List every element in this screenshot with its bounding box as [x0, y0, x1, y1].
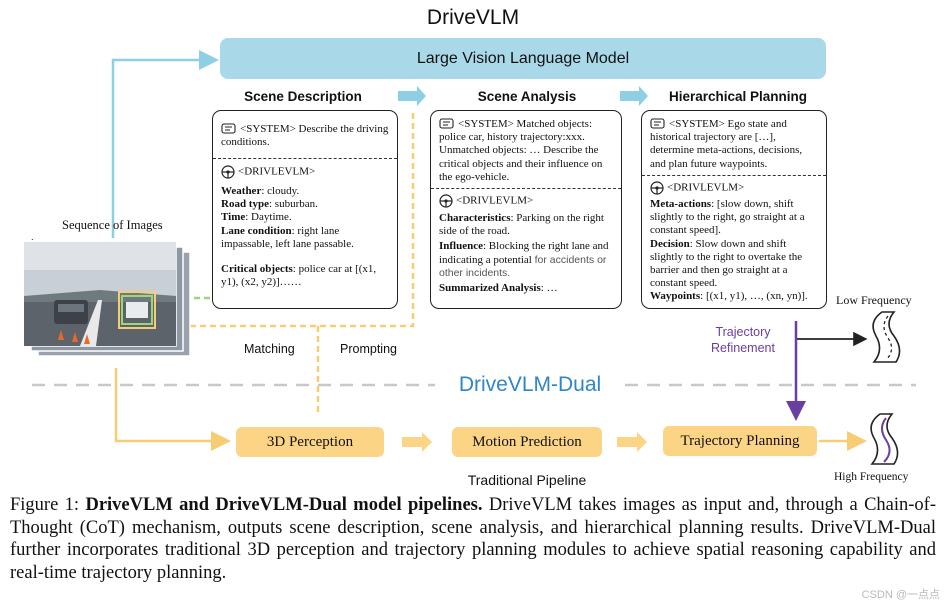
high-frequency-label: High Frequency: [834, 471, 909, 483]
trajectory-refinement-label: Trajectory Refinement: [711, 325, 775, 355]
steering-wheel-icon: [439, 194, 453, 208]
steering-wheel-icon: [221, 165, 235, 179]
page-title: DriveVLM: [426, 6, 520, 29]
road-icon-low: [872, 311, 901, 363]
column-header-scene-analysis: Scene Analysis: [477, 89, 577, 104]
matching-label: Matching: [244, 342, 295, 356]
prompting-path: [165, 113, 415, 336]
stage-arrow-2: [617, 432, 647, 452]
steering-wheel-icon: [650, 181, 664, 195]
images-to-lvlm-arrow: [111, 50, 219, 238]
lvlm-block: Large Vision Language Model: [220, 38, 826, 79]
column-header-hierarchical-planning: Hierarchical Planning: [668, 89, 808, 104]
sequence-of-images-label: Sequence of Images: [62, 218, 163, 232]
traditional-pipeline-label: Traditional Pipeline: [467, 472, 587, 488]
prompting-label: Prompting: [340, 342, 397, 356]
watermark: CSDN @一点点: [861, 589, 940, 601]
stage-motion-prediction: Motion Prediction: [452, 427, 602, 457]
panel2-response: <DRIVLEVLM> Characteristics: Parking on …: [439, 194, 609, 295]
chat-icon: [650, 118, 665, 130]
chat-icon: [221, 123, 236, 135]
drivevlm-dual-label: DriveVLM-Dual: [458, 373, 602, 396]
panel3-response: <DRIVLEVLM> Meta-actions: [slow down, sh…: [650, 181, 808, 303]
panel-scene-description: <SYSTEM> Describe the driving conditions…: [212, 110, 398, 309]
lvlm-label: Large Vision Language Model: [416, 49, 630, 67]
header-arrow-1: [398, 86, 426, 106]
chat-icon: [439, 118, 454, 130]
panel3-system-prompt: <SYSTEM> Ego state and historical trajec…: [650, 118, 803, 170]
stage-3d-perception: 3D Perception: [236, 427, 384, 457]
header-arrow-2: [620, 86, 648, 106]
panel1-system-prompt: <SYSTEM> Describe the driving conditions…: [221, 123, 389, 149]
stage-arrow-1: [402, 432, 432, 452]
panel2-system-prompt: <SYSTEM> Matched objects: police car, hi…: [439, 118, 603, 183]
figure-caption: Figure 1: DriveVLM and DriveVLM-Dual mod…: [10, 495, 936, 583]
low-frequency-label: Low Frequency: [836, 293, 912, 307]
image-stack: ⋰: [23, 238, 191, 357]
panel-scene-analysis: <SYSTEM> Matched objects: police car, hi…: [430, 110, 622, 309]
road-icon-high: [870, 413, 899, 465]
panel-hierarchical-planning: <SYSTEM> Ego state and historical trajec…: [641, 110, 827, 309]
images-to-perception-arrow: [114, 368, 231, 451]
stage-trajectory-planning: Trajectory Planning: [663, 426, 817, 456]
panel1-response: <DRIVLEVLM> Weather: cloudy. Road type: …: [221, 165, 377, 289]
column-header-scene-description: Scene Description: [244, 89, 362, 104]
